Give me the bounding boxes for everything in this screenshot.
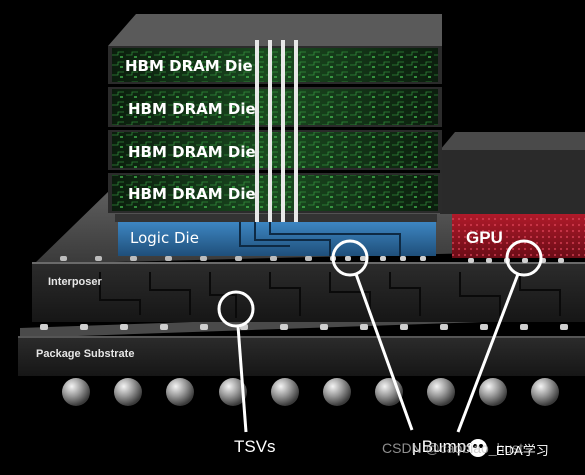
tsvs-callout-label: TSVs <box>234 437 276 456</box>
ubumps-left-callout-line <box>354 273 414 431</box>
dram-die-label-1: HBM DRAM Die <box>125 57 253 75</box>
ubumps-right-callout-line <box>456 273 520 433</box>
ubumps-callout-label: μBumps <box>412 437 475 456</box>
solder-balls <box>62 378 559 406</box>
tsv-callout-circle <box>217 290 255 328</box>
ubumps-left-callout-circle <box>331 239 369 277</box>
dram-die-1 <box>108 46 442 84</box>
dram-die-4 <box>108 173 442 213</box>
wechat-icon <box>469 439 487 457</box>
logic-die <box>115 214 437 261</box>
dram-die-3 <box>108 130 442 170</box>
ubumps-right-callout-circle <box>505 239 543 277</box>
logic-die-label: Logic Die <box>130 229 199 247</box>
dram-die-label-4: HBM DRAM Die <box>128 185 256 203</box>
dram-die-label-2: HBM DRAM Die <box>128 100 256 118</box>
substrate-bumps <box>40 324 568 330</box>
account-watermark: EDA学习 <box>496 443 549 458</box>
package-substrate-label: Package Substrate <box>36 348 135 360</box>
gpu-die <box>440 132 585 263</box>
gpu-label: GPU <box>466 228 503 247</box>
interposer-label: Interposer <box>48 276 102 288</box>
tsv-callout-line <box>236 325 248 433</box>
csdn-watermark: CSDN @caobiao_hust <box>382 440 524 456</box>
dram-die-2 <box>108 87 442 127</box>
callouts <box>217 239 543 433</box>
dram-die-label-3: HBM DRAM Die <box>128 143 256 161</box>
dram-die-stack <box>108 14 442 222</box>
tsv-columns <box>255 40 298 222</box>
